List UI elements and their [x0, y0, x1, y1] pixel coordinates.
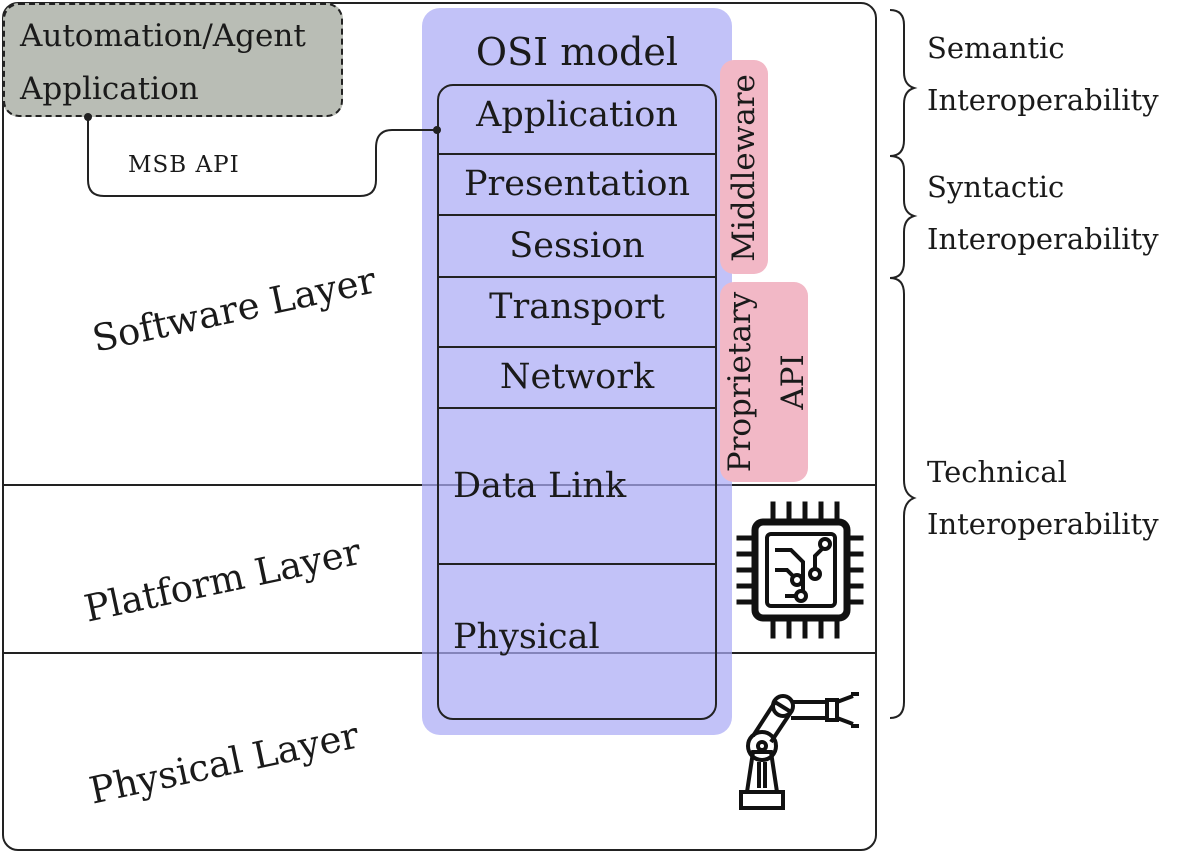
agent-application-label: Automation/Agent Application — [20, 10, 306, 116]
osi-layer-stack — [437, 84, 717, 720]
msb-api-label: MSB API — [128, 152, 240, 178]
osi-layer-application: Application — [476, 95, 678, 135]
osi-layer-network: Network — [499, 357, 655, 397]
syntactic-line-1: Syntactic — [927, 170, 1065, 204]
osi-separator — [437, 563, 717, 565]
semantic-line-2: Interoperability — [927, 83, 1159, 117]
osi-model-panel — [422, 8, 732, 735]
syntactic-interoperability-label: Syntactic Interoperability — [927, 161, 1159, 265]
microchip-icon — [736, 501, 864, 639]
osi-separator — [437, 214, 717, 216]
robot-arm-icon — [739, 692, 859, 810]
semantic-interoperability-label: Semantic Interoperability — [927, 22, 1159, 126]
semantic-line-1: Semantic — [927, 31, 1065, 65]
agent-application-box — [3, 3, 343, 117]
osi-separator — [437, 153, 717, 155]
technical-interoperability-label: Technical Interoperability — [927, 446, 1159, 550]
syntactic-line-2: Interoperability — [927, 222, 1159, 256]
osi-model-title: OSI model — [475, 30, 679, 74]
osi-layer-physical: Physical — [453, 617, 600, 657]
osi-layer-data-link: Data Link — [453, 466, 627, 506]
system-frame — [2, 2, 877, 851]
osi-layer-session: Session — [509, 226, 645, 266]
technical-line-1: Technical — [927, 455, 1067, 489]
osi-separator — [437, 276, 717, 278]
osi-separator — [437, 407, 717, 409]
proprietary-api-tag — [720, 282, 808, 482]
agent-line-1: Automation/Agent — [20, 18, 306, 54]
osi-layer-transport: Transport — [489, 287, 665, 327]
technical-line-2: Interoperability — [927, 507, 1159, 541]
agent-line-2: Application — [20, 71, 199, 107]
osi-layer-presentation: Presentation — [463, 164, 690, 204]
middleware-tag — [720, 60, 768, 274]
osi-separator — [437, 346, 717, 348]
